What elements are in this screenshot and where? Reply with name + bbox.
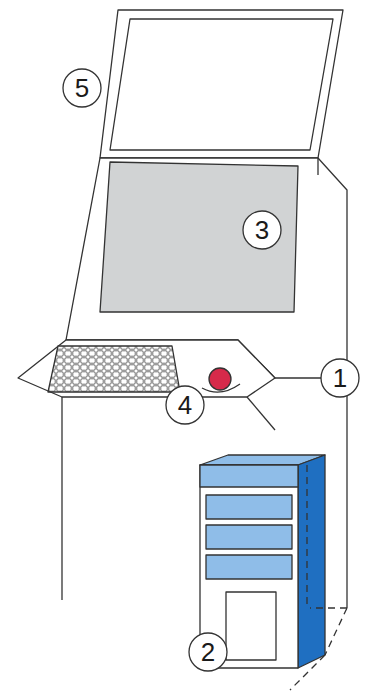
hidden-edge <box>325 608 347 655</box>
drive-bay <box>206 495 292 519</box>
callout-circle <box>166 386 204 424</box>
callout-circle <box>189 633 227 671</box>
console-screen <box>100 162 298 312</box>
drive-bay <box>206 555 292 579</box>
keyboard-shelf <box>18 340 275 397</box>
hidden-edge <box>306 465 307 608</box>
callout-number: 1 <box>322 360 358 396</box>
top-monitor-screen <box>110 19 333 150</box>
top-monitor <box>100 10 343 158</box>
tower-side <box>298 455 325 668</box>
callout-circle <box>243 211 281 249</box>
callout-circle <box>321 359 359 397</box>
hidden-edge <box>290 655 325 690</box>
callout-number: 3 <box>244 212 280 248</box>
hidden-edge <box>310 607 347 608</box>
drive-bay <box>206 525 292 549</box>
trackball <box>209 368 231 390</box>
tower-panel <box>200 465 298 487</box>
callout-number: 4 <box>167 387 203 423</box>
callout-number: 5 <box>64 70 100 106</box>
cabinet-edge <box>317 158 318 175</box>
cabinet-lower-edge <box>247 397 275 430</box>
callout-circle <box>63 69 101 107</box>
keyboard <box>48 346 180 392</box>
cabinet-right-edge <box>346 378 347 608</box>
tower-door <box>226 592 276 660</box>
callout-number: 2 <box>190 634 226 670</box>
cabinet-lower-edge <box>61 397 62 600</box>
